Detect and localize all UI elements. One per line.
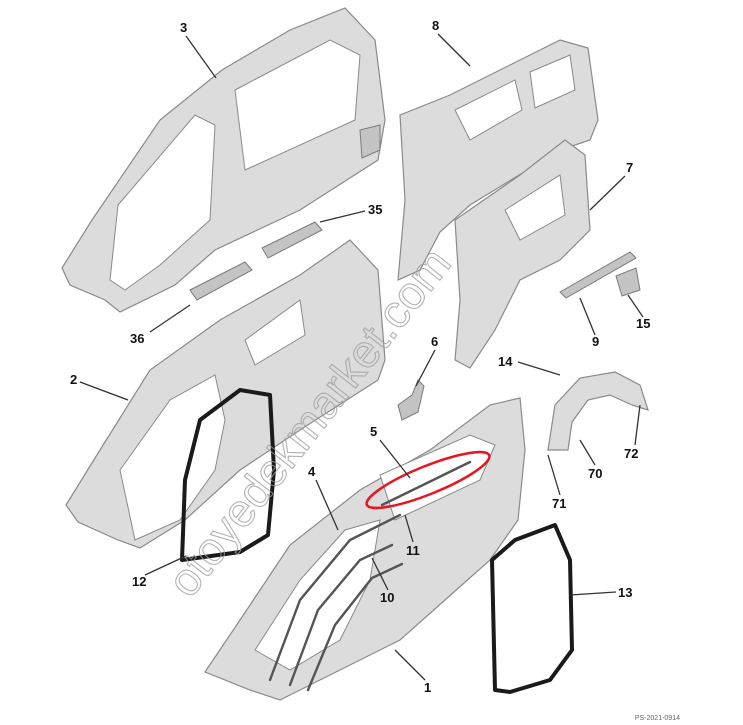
part-36-trim <box>189 261 253 301</box>
part-9-bracket <box>559 251 637 299</box>
callout-72: 72 <box>624 446 638 461</box>
part-10-strip <box>288 543 394 687</box>
callout-70: 70 <box>588 466 602 481</box>
part-4-strip <box>268 513 402 682</box>
part-6-bracket <box>397 379 425 421</box>
part-11-strip <box>306 562 404 692</box>
part-15-bracket <box>615 267 641 297</box>
part-8-rear-panel <box>397 39 599 281</box>
part-12-door-seal <box>180 388 276 562</box>
callout-6: 6 <box>431 334 438 349</box>
part-3-side-panel <box>61 7 386 313</box>
callout-71: 71 <box>552 496 566 511</box>
callout-15: 15 <box>636 316 650 331</box>
callout-36: 36 <box>130 331 144 346</box>
part-7-inner-panel <box>454 139 591 369</box>
callout-4: 4 <box>308 464 316 479</box>
callout-3: 3 <box>180 20 187 35</box>
callout-9: 9 <box>592 334 599 349</box>
callout-10: 10 <box>380 590 394 605</box>
callout-12: 12 <box>132 574 146 589</box>
callout-5: 5 <box>370 424 377 439</box>
part-14-arch-liner <box>547 371 649 451</box>
footer-code: PS-2021-0914 <box>635 715 680 722</box>
part-13-rear-seal <box>490 523 574 694</box>
callout-8: 8 <box>432 18 439 33</box>
leader-lines <box>79 33 644 681</box>
callout-14: 14 <box>498 354 513 369</box>
callout-labels: 3 8 7 35 36 2 6 14 9 15 72 70 71 5 4 11 … <box>70 18 650 695</box>
part-2-side-panel <box>65 239 386 549</box>
part-5-highlight <box>365 450 491 510</box>
part-35-trim <box>261 221 323 259</box>
callout-13: 13 <box>618 585 632 600</box>
callout-7: 7 <box>626 160 633 175</box>
callout-1: 1 <box>424 680 431 695</box>
callout-35: 35 <box>368 202 382 217</box>
callout-11: 11 <box>406 543 420 558</box>
callout-2: 2 <box>70 372 77 387</box>
